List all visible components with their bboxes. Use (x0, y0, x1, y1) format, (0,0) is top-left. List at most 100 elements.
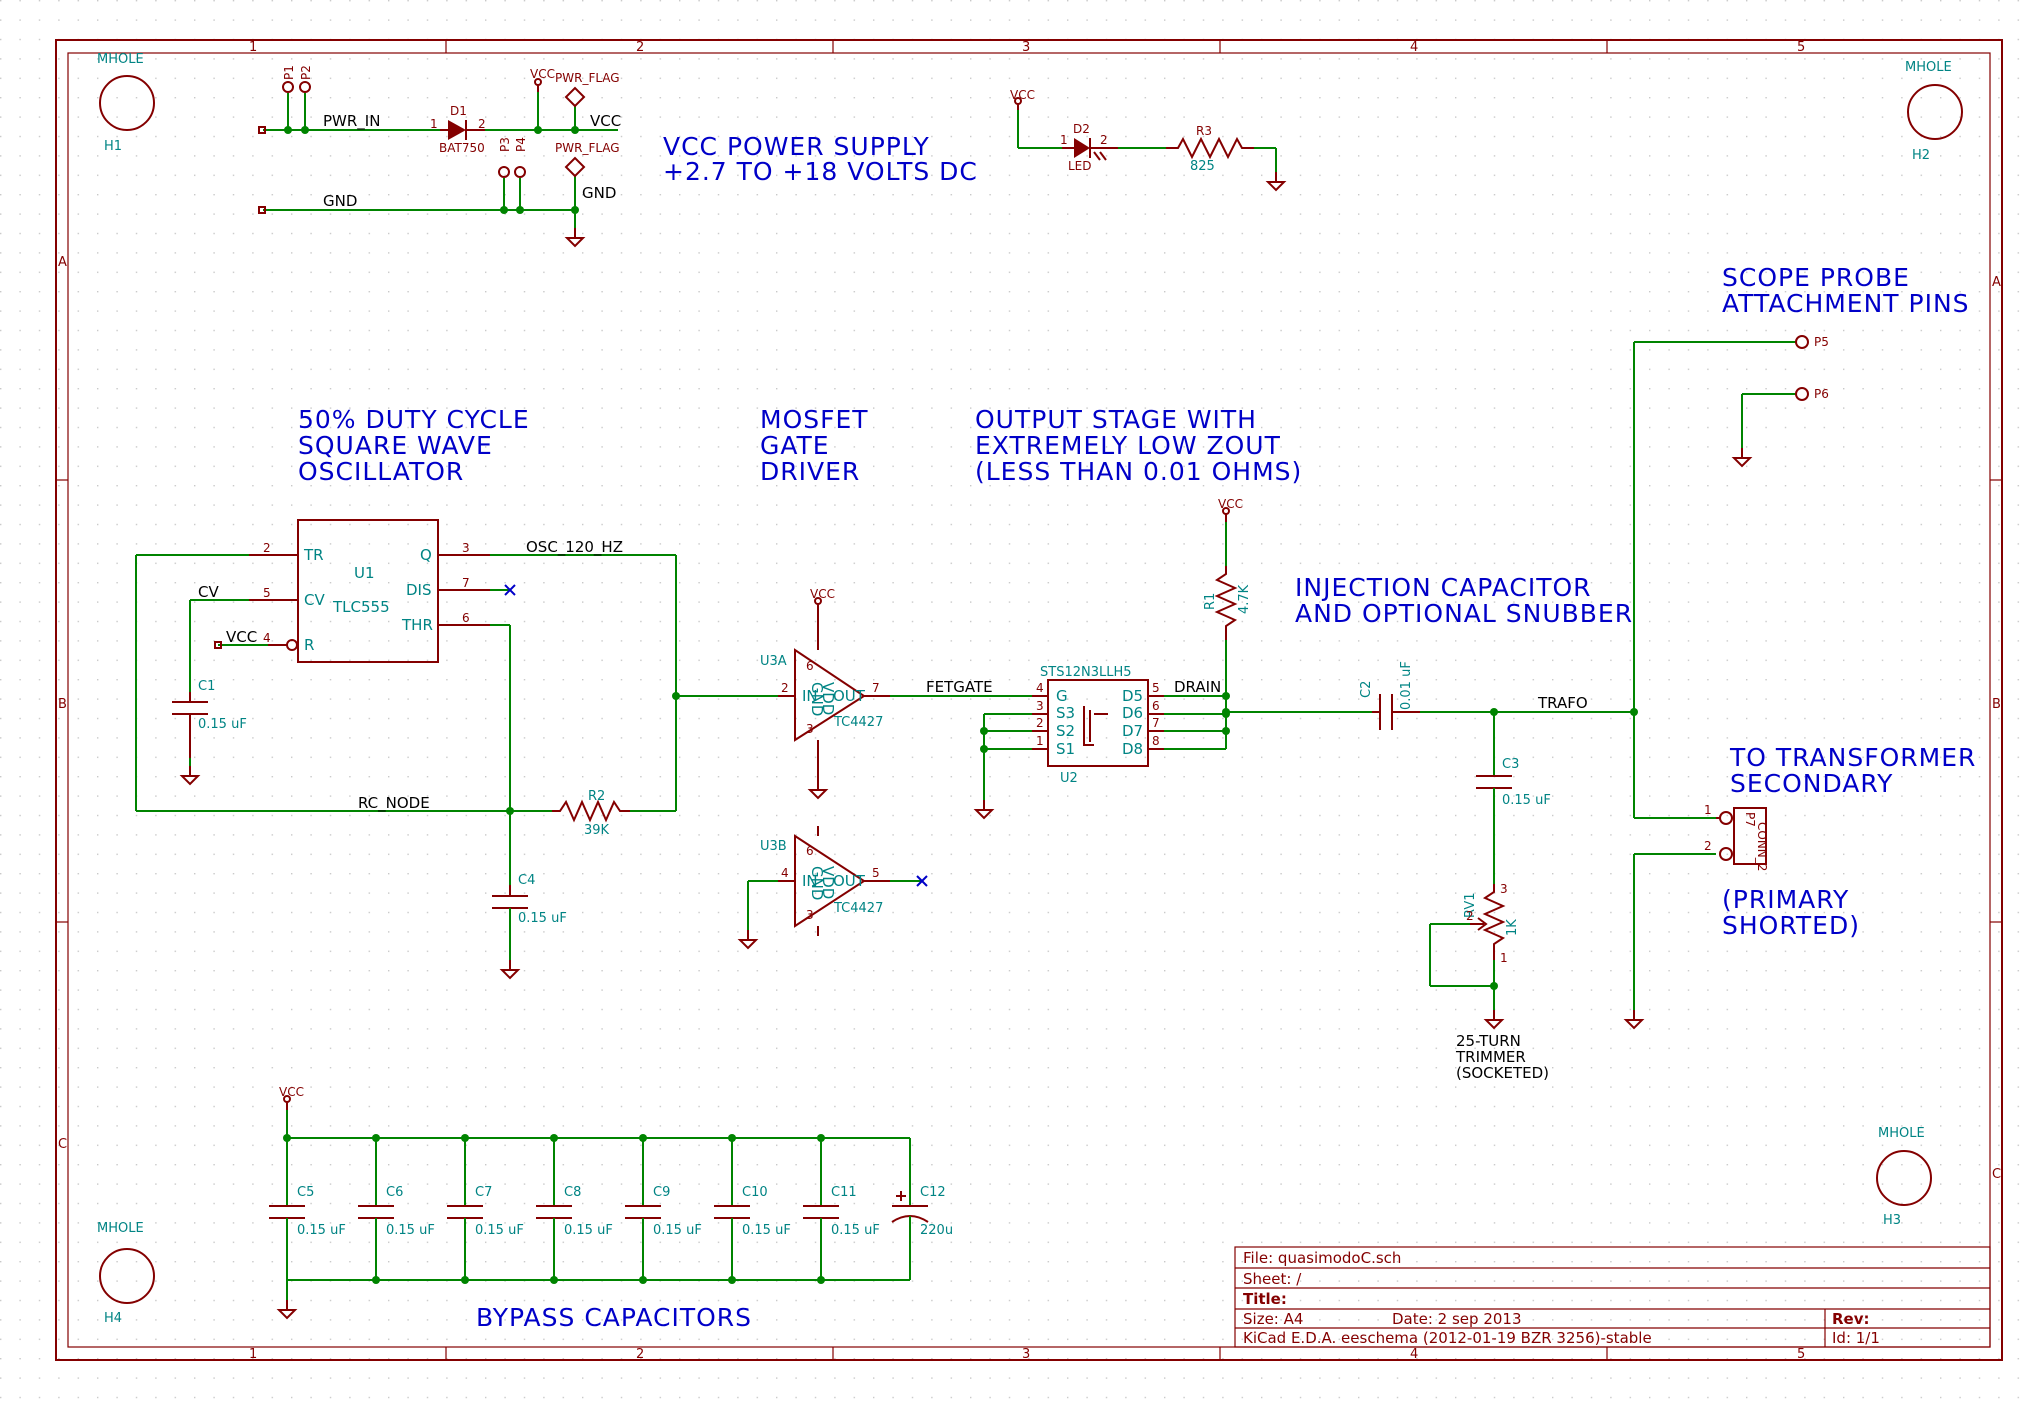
note-primary-1: (PRIMARY (1722, 885, 1849, 914)
r2-ref: R2 (588, 789, 605, 804)
mounting-hole-h2: MHOLE H2 (1905, 60, 1963, 163)
p7-pin: 1 (1704, 803, 1712, 817)
tb-date: Date: 2 sep 2013 (1392, 1310, 1522, 1328)
c4-value: 0.15 uF (518, 911, 567, 926)
svg-text:MHOLE: MHOLE (97, 52, 144, 67)
p1-label: P1 (282, 65, 296, 80)
u1-pinnum: 7 (462, 576, 470, 590)
note-oscillator-3: OSCILLATOR (298, 457, 464, 486)
bypass-cap-value: 0.15 uF (742, 1223, 791, 1238)
bypass-cap-ref: C11 (831, 1185, 857, 1200)
mounting-hole-h3: MHOLE H3 (1876, 1126, 1932, 1228)
u3a-pinnum: 6 (806, 659, 814, 673)
u2-pin: S3 (1056, 704, 1075, 722)
bypass-cap-value: 0.15 uF (831, 1223, 880, 1238)
bypass-cap-value: 0.15 uF (475, 1223, 524, 1238)
vcc-symbol-label: VCC (810, 587, 835, 601)
note-oscillator-2: SQUARE WAVE (298, 431, 493, 460)
u2-pin: D5 (1122, 687, 1143, 705)
trimmer-note-2: TRIMMER (1455, 1048, 1526, 1066)
u1-pin-tr: TR (303, 546, 324, 564)
u2-pinnum: 1 (1036, 734, 1044, 748)
u2-pin: D8 (1122, 740, 1143, 758)
bypass-capacitor: C10 0.15 uF (714, 1134, 791, 1284)
u3a-pinnum: 3 (806, 722, 814, 736)
col-label: 4 (1410, 40, 1418, 55)
bypass-cap-ref: C6 (386, 1185, 403, 1200)
u3b-pin-in: IN (802, 872, 818, 890)
tb-tool: KiCad E.D.A. eeschema (2012-01-19 BZR 32… (1243, 1329, 1652, 1347)
injection-section: C2 0.01 uF TRAFO C3 0.15 uF RV1 1K 3 2 1… (1222, 661, 1638, 1082)
note-gate-driver-2: GATE (760, 431, 830, 460)
svg-text:H2: H2 (1912, 148, 1930, 163)
d2-value: LED (1068, 159, 1092, 173)
r1-value: 4.7K (1237, 584, 1252, 614)
bypass-cap-ref: C10 (742, 1185, 768, 1200)
c2-value: 0.01 uF (1399, 661, 1414, 710)
led-indicator: VCC D2 LED 1 2 R3 825 (1010, 88, 1285, 191)
r1-ref: R1 (1203, 593, 1218, 610)
rv1-pin: 1 (1500, 951, 1508, 965)
tb-sheet: Sheet: / (1243, 1270, 1302, 1288)
c1-value: 0.15 uF (198, 717, 247, 732)
p3-label: P3 (498, 137, 512, 152)
rv1-pin: 2 (1466, 909, 1474, 923)
u1-pinnum: 5 (263, 586, 271, 600)
u3b-pin-vdd: VDD (819, 866, 837, 899)
u3a-pin-vdd: VDD (819, 682, 837, 715)
u3b-pinnum: 4 (781, 866, 789, 880)
svg-text:MHOLE: MHOLE (1878, 1126, 1925, 1141)
net-pwr-in: PWR_IN (323, 112, 380, 131)
power-input-section: P1 P2 P3 P4 D1 BAT750 1 2 VCC PWR_FLAG P… (258, 65, 621, 247)
bypass-capacitor: C11 0.15 uF (803, 1134, 880, 1284)
note-transformer-2: SECONDARY (1730, 769, 1893, 798)
col-label: 2 (636, 40, 644, 55)
pwr-flag-label: PWR_FLAG (555, 71, 620, 85)
u2-pin: G (1056, 687, 1068, 705)
c1-ref: C1 (198, 679, 215, 694)
svg-text:H3: H3 (1883, 1213, 1901, 1228)
u3b-pin-out: OUT (833, 872, 866, 890)
mosfet-u2: STS12N3LLH5 U2 G S3 S2 S1 D5 D6 D7 D8 4 … (975, 640, 1230, 819)
net-trafo: TRAFO (1537, 694, 1588, 712)
title-block: File: quasimodoC.sch Sheet: / Title: Siz… (1234, 1246, 1991, 1348)
vcc-symbol-label: VCC (1218, 497, 1243, 511)
d2-pin: 2 (1100, 133, 1108, 147)
bypass-capacitor: C60.15 uF (358, 1134, 435, 1284)
net-gnd: GND (582, 184, 616, 202)
net-cv: CV (198, 583, 219, 601)
u2-pinnum: 7 (1152, 716, 1160, 730)
trimmer-note-1: 25-TURN (1456, 1032, 1521, 1050)
net-drain: DRAIN (1174, 678, 1221, 696)
r3-value: 825 (1190, 159, 1215, 174)
u3b-pin-gnd: GND (808, 866, 826, 900)
u3b-value: TC4427 (833, 901, 883, 916)
u1-pin-thr: THR (401, 616, 433, 634)
col-label: 5 (1797, 1347, 1805, 1362)
p6-label: P6 (1814, 387, 1829, 401)
drawing-frame: 1 2 3 4 5 1 2 3 4 5 A B C A B C (55, 39, 2003, 1362)
u1-value: TLC555 (332, 598, 390, 616)
bypass-cap-value: 220u (920, 1223, 953, 1238)
note-bypass: BYPASS CAPACITORS (476, 1303, 752, 1332)
u2-ref: U2 (1060, 771, 1078, 786)
mounting-hole-h4: MHOLE H4 (97, 1221, 155, 1326)
c2-ref: C2 (1359, 681, 1374, 698)
c3-value: 0.15 uF (1502, 793, 1551, 808)
bypass-capacitor: C70.15 uF (447, 1134, 524, 1284)
bypass-cap-ref: C5 (297, 1185, 314, 1200)
gate-driver-u3a: IN OUT VDD GND 2 7 6 3 VCC U3A TC4427 FE… (760, 587, 1032, 799)
u2-pinnum: 4 (1036, 681, 1044, 695)
vcc-symbol-label: VCC (1010, 88, 1035, 102)
gate-driver-u3b: IN OUT VDD GND 4 5 6 3 U3B TC4427 (739, 826, 928, 949)
u3b-pinnum: 3 (806, 908, 814, 922)
u3a-pin-in: IN (802, 687, 818, 705)
row-label: C (1992, 1167, 2001, 1182)
col-label: 1 (249, 1347, 257, 1362)
d1-pin: 2 (478, 117, 486, 131)
c3-ref: C3 (1502, 757, 1519, 772)
row-label: C (58, 1137, 67, 1152)
net-fetgate: FETGATE (926, 678, 993, 696)
note-injection-1: INJECTION CAPACITOR (1295, 573, 1592, 602)
net-gnd: GND (323, 192, 357, 210)
